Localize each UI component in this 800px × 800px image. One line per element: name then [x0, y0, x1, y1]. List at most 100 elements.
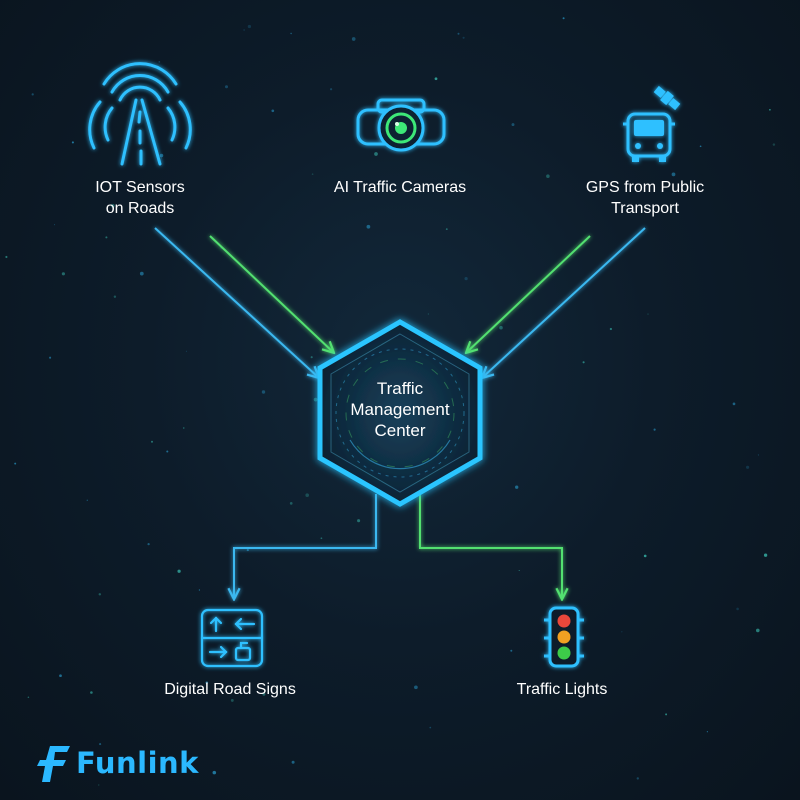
- star-dot: [763, 553, 768, 557]
- bus-satellite-icon: [623, 85, 681, 162]
- star-dot: [464, 276, 468, 281]
- star-dot: [769, 108, 771, 111]
- star-dot: [757, 454, 759, 456]
- traffic-light-icon: [544, 606, 584, 668]
- connector-gps-green: [467, 235, 591, 352]
- star-dot: [755, 628, 760, 633]
- star-dot: [772, 143, 776, 146]
- star-dot: [636, 777, 639, 780]
- brand-name: Funlink: [76, 746, 199, 780]
- star-dot: [31, 93, 34, 96]
- star-dot: [247, 24, 252, 29]
- node-iot-label-line1: IOT Sensors: [95, 179, 185, 196]
- star-dot: [562, 17, 565, 20]
- star-dot: [166, 450, 169, 453]
- star-dot: [14, 462, 17, 465]
- center-label-line3: Center: [374, 421, 426, 440]
- star-dot: [671, 172, 676, 177]
- star-dot: [224, 85, 229, 89]
- star-dot: [699, 145, 702, 148]
- node-digital-road-signs: Digital Road Signs: [150, 679, 310, 700]
- star-dot: [158, 61, 161, 63]
- star-dot: [86, 499, 88, 501]
- connector-iot-blue: [154, 227, 318, 377]
- star-dot: [329, 88, 333, 91]
- star-dot: [462, 36, 465, 39]
- star-dot: [205, 681, 209, 684]
- output-connectors: [234, 494, 562, 598]
- node-gps-transport: GPS from Public Transport: [572, 177, 718, 219]
- star-dot: [291, 760, 295, 764]
- star-dot: [290, 32, 292, 35]
- star-dot: [105, 236, 108, 239]
- star-dot: [59, 674, 62, 678]
- star-dot: [374, 152, 378, 156]
- node-traffic-lights: Traffic Lights: [492, 679, 632, 700]
- star-dot: [546, 174, 550, 178]
- star-dot: [320, 537, 323, 540]
- star-dot: [313, 397, 318, 402]
- star-dot: [736, 607, 739, 611]
- star-dot: [310, 356, 313, 359]
- star-dot: [139, 271, 144, 276]
- star-dot: [27, 696, 30, 698]
- brand-logo: Funlink: [32, 738, 199, 788]
- camera-icon: [356, 98, 446, 152]
- star-dot: [289, 502, 293, 505]
- star-dot: [366, 224, 371, 229]
- node-gps-label-line1: GPS from Public: [585, 179, 705, 196]
- node-iot-label-line2: on Roads: [105, 200, 175, 217]
- star-dot: [98, 784, 100, 786]
- star-dot: [61, 272, 65, 276]
- star-dot: [262, 692, 266, 696]
- node-lights-label: Traffic Lights: [516, 681, 608, 698]
- star-dot: [518, 569, 520, 572]
- node-cameras-label: AI Traffic Cameras: [333, 179, 467, 196]
- road-sign-arrows-icon: [200, 608, 264, 668]
- star-dot: [185, 350, 187, 352]
- star-dot: [621, 631, 623, 633]
- connector-signs: [234, 494, 377, 598]
- star-dot: [99, 743, 102, 746]
- star-dot: [160, 157, 162, 159]
- connector-lights: [419, 494, 562, 598]
- star-dot: [515, 485, 519, 489]
- star-dot: [445, 228, 448, 231]
- star-dot: [212, 770, 217, 775]
- star-dot: [147, 542, 150, 546]
- star-dot: [706, 731, 709, 733]
- star-dot: [243, 29, 245, 31]
- star-dot: [90, 691, 93, 694]
- star-dot: [49, 356, 52, 359]
- node-gps-label-line2: Transport: [611, 200, 679, 217]
- star-dot: [427, 313, 429, 315]
- star-dot: [98, 593, 102, 596]
- star-dot: [357, 519, 361, 523]
- star-dot: [665, 713, 668, 716]
- star-dot: [351, 37, 356, 41]
- star-dot: [305, 493, 309, 497]
- star-dot: [113, 295, 117, 298]
- star-dot: [71, 141, 74, 144]
- input-connectors: [154, 208, 646, 377]
- star-dot: [609, 327, 613, 331]
- star-dot: [732, 402, 736, 406]
- connector-gps-blue: [483, 227, 646, 377]
- star-dot: [183, 427, 185, 429]
- star-dot: [434, 77, 438, 81]
- star-dot: [582, 361, 585, 364]
- center-label-line1: Traffic: [376, 379, 424, 398]
- star-dot: [198, 589, 201, 591]
- star-dot: [110, 203, 115, 208]
- star-dot: [5, 255, 8, 259]
- center-node-label: Traffic Management Center: [320, 378, 480, 441]
- connector-iot-green: [209, 235, 333, 352]
- starfield: [5, 17, 776, 786]
- star-dot: [159, 153, 164, 158]
- funlink-f-icon: [37, 746, 70, 782]
- star-dot: [653, 428, 656, 431]
- star-dot: [53, 224, 56, 226]
- star-dot: [151, 440, 153, 443]
